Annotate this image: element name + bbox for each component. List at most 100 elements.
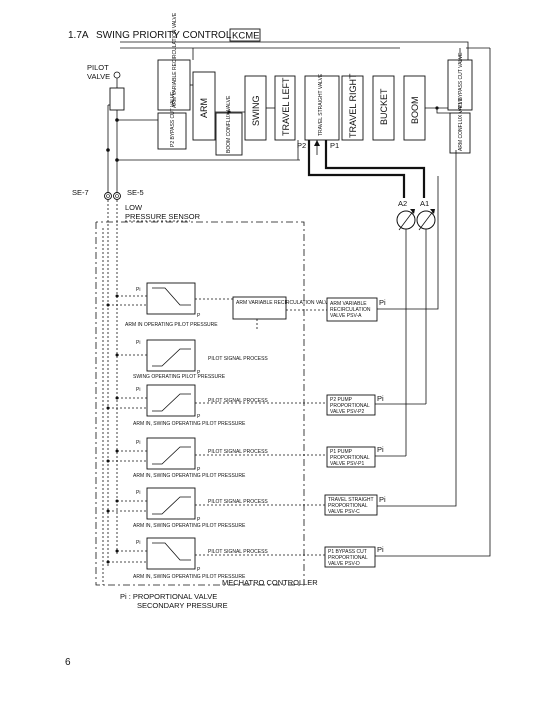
pi-label: Pi [377, 545, 384, 554]
output-valve-line3: VALVE PSV-P2 [330, 409, 364, 415]
process-label: PILOT SIGNAL PROCESS [208, 398, 268, 404]
footnote-line2: SECONDARY PRESSURE [137, 601, 228, 610]
arm-variable-recirculation-label: ARM VARIABLE RECIRCULATION VALVE [172, 12, 178, 108]
output-valve-box [326, 446, 376, 468]
pump-line-a2 [307, 140, 406, 198]
pump-line-a1 [324, 140, 426, 198]
graph-axis-p: P [197, 313, 201, 319]
travel-straight-label: TRAVEL STRAIGHT VALVE [318, 73, 324, 136]
graph-axis-p: P [197, 517, 201, 523]
output-valve-line2: PROPORTIONAL [330, 455, 370, 461]
pilot-valve-label-1: PILOT [87, 63, 109, 72]
output-valve-line3: VALVE PSV-C [328, 509, 360, 515]
graph-axis-p: P [197, 414, 201, 420]
controller-block-p1-bypass: Pi P PILOT SIGNAL PROCESS ARM IN, SWING … [106, 48, 491, 580]
page-title: SWING PRIORITY CONTROL [96, 30, 232, 41]
output-valve-line3: VALVE PSV-P1 [330, 461, 364, 467]
swing-valve-label: SWING [251, 96, 261, 127]
mechatro-controller-label: MECHATRO CONTROLLER [222, 578, 318, 587]
pilot-valve-port-icon [113, 71, 121, 79]
input-label: ARM IN, SWING OPERATING PILOT PRESSURE [133, 523, 246, 529]
pump-a1-label: A1 [420, 199, 429, 208]
pilot-valve-body [109, 87, 125, 111]
boom-conflux-valve [215, 112, 243, 156]
output-valve-box [324, 546, 376, 568]
output-valve-line1: P1 PUMP [330, 449, 353, 455]
input-label: ARM IN, SWING OPERATING PILOT PRESSURE [133, 473, 246, 479]
p2-bypass-cut-label: P2 BYPASS CUT VALVE [170, 91, 176, 147]
process-label: PILOT SIGNAL PROCESS [208, 549, 268, 555]
arm-variable-recirculation-valve [157, 59, 191, 111]
process-label: ARM VARIABLE RECIRCULATION VALVE COMMAND [236, 300, 359, 306]
page-number: 6 [65, 657, 71, 668]
output-valve-box [326, 297, 378, 322]
pump-a2-label: A2 [398, 199, 407, 208]
footnote-line1: Pi : PROPORTIONAL VALVE [120, 592, 217, 601]
output-valve-line3: VALVE PSV-A [330, 313, 362, 319]
process-label: PILOT SIGNAL PROCESS [208, 449, 268, 455]
pi-label: Pi [377, 445, 384, 454]
p2-bypass-cut-valve [157, 112, 187, 150]
low-pressure-label-2: PRESSURE SENSOR [125, 212, 201, 221]
kcme-tag-box [229, 28, 261, 42]
output-valve-line2: PROPORTIONAL [328, 503, 368, 509]
pi-label: Pi [379, 298, 386, 307]
sensor-se7-label: SE-7 [72, 188, 89, 197]
section-number: 1.7A [68, 30, 89, 41]
port-p1-label: P1 [330, 141, 339, 150]
mechatro-controller-boundary [95, 221, 305, 586]
graph-axis-p: P [197, 467, 201, 473]
arm-valve-label: ARM [199, 98, 209, 118]
boom-label: BOOM [410, 96, 420, 124]
graph-axis-pi: Pi [136, 440, 140, 446]
p1-bypass-cut-valve [447, 59, 473, 111]
output-valve-line1: P1 BYPASS CUT [328, 549, 367, 555]
travel-straight-valve [304, 75, 340, 141]
graph-axis-pi: Pi [136, 340, 140, 346]
sensor-se5-icon [113, 192, 121, 200]
sensor-se5-label: SE-5 [127, 188, 144, 197]
port-p2-label: P2 [297, 141, 306, 150]
top-pilot-line [120, 41, 469, 60]
bucket-valve [372, 75, 395, 141]
process-label: PILOT SIGNAL PROCESS [208, 499, 268, 505]
low-pressure-label-1: LOW [125, 203, 143, 212]
output-valve-line2: RECIRCULATION [330, 307, 371, 313]
input-label: ARM IN, SWING OPERATING PILOT PRESSURE [133, 574, 246, 580]
pi-label: Pi [379, 495, 386, 504]
pilot-valve-label-2: VALVE [87, 72, 110, 81]
output-valve-line1: P2 PUMP [330, 397, 353, 403]
bucket-label: BUCKET [379, 88, 389, 125]
process-box [232, 296, 287, 320]
output-valve-line3: VALVE PSV-D [328, 561, 360, 567]
output-valve-box [324, 494, 378, 516]
boom-conflux-label: BOOM CONFLUX VALVE [226, 95, 232, 153]
output-valve-box [326, 394, 376, 416]
graph-axis-p: P [197, 370, 201, 376]
travel-right-valve [341, 75, 364, 141]
p1-bypass-cut-label: P1 BYPASS CUT VALVE [458, 52, 464, 108]
process-label: PILOT SIGNAL PROCESS [208, 356, 268, 362]
arm-conflux-valve [449, 112, 471, 154]
travel-left-label: TRAVEL LEFT [281, 77, 291, 136]
travel-right-label: TRAVEL RIGHT [348, 73, 358, 138]
controller-block-arm-recirculation: Pi P ARM VARIABLE RECIRCULATION VALVE CO… [106, 176, 439, 330]
output-valve-line2: PROPORTIONAL [328, 555, 368, 561]
input-label: ARM IN, SWING OPERATING PILOT PRESSURE [133, 421, 246, 427]
controller-block-p2-pump: Pi P PILOT SIGNAL PROCESS ARM IN, SWING … [106, 384, 426, 427]
graph-axis-pi: Pi [136, 540, 140, 546]
graph-axis-pi: Pi [136, 490, 140, 496]
graph-axis-pi: Pi [136, 387, 140, 393]
pi-label: Pi [377, 394, 384, 403]
output-valve-line1: ARM VARIABLE [330, 301, 367, 307]
input-label: ARM IN OPERATING PILOT PRESSURE [125, 322, 218, 328]
output-valve-line1: TRAVEL STRAIGHT [328, 497, 374, 503]
kcme-tag: KCME [232, 31, 259, 42]
port-arrow-icon [314, 140, 320, 146]
sensor-se7-icon [104, 192, 112, 200]
controller-block-travel-straight: Pi P PILOT SIGNAL PROCESS ARM IN, SWING … [106, 150, 457, 529]
graph-axis-pi: Pi [136, 287, 140, 293]
graph-axis-p: P [197, 567, 201, 573]
controller-block-p1-pump: Pi P PILOT SIGNAL PROCESS ARM IN, SWING … [106, 437, 406, 479]
controller-block-swing-signal: Pi P PILOT SIGNAL PROCESS SWING OPERATIN… [115, 339, 268, 380]
